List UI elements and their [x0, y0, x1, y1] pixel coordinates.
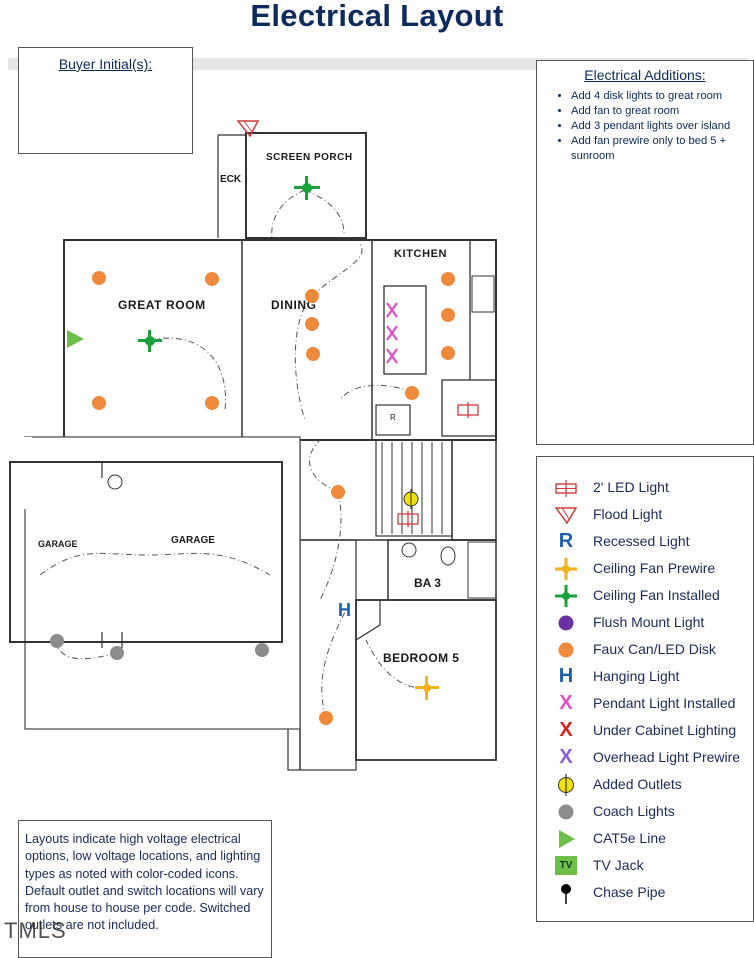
- legend-label: Ceiling Fan Prewire: [593, 560, 716, 576]
- flood-light-icon: [236, 120, 260, 138]
- layout-note-text: Layouts indicate high voltage electrical…: [25, 832, 264, 933]
- chase-pipe-icon: [561, 884, 571, 904]
- faux-can-disk-icon: [92, 271, 455, 725]
- sink: [401, 542, 417, 558]
- legend-label: TV Jack: [593, 857, 644, 873]
- ceiling-fan-installed-icon: [555, 585, 577, 607]
- room-label-garage-left: GARAGE: [38, 539, 78, 549]
- ceiling-fan-installed-icon: [138, 176, 320, 352]
- page-title: Electrical Layout: [250, 0, 504, 33]
- legend-label: Coach Lights: [593, 803, 675, 819]
- room-label-deck: ECK: [220, 174, 242, 185]
- ceiling-fan-prewire-icon: [415, 676, 439, 700]
- coach-light-icon: [50, 634, 269, 660]
- legend-item-ceiling-fan-installed: Ceiling Fan Installed: [537, 583, 753, 610]
- hanging-light-icon: H: [558, 665, 574, 687]
- list-item: Add fan to great room: [571, 104, 747, 119]
- electrical-additions-list: Add 4 disk lights to great room Add fan …: [559, 89, 747, 164]
- room-label-garage-right: GARAGE: [171, 535, 215, 546]
- list-item: Add 3 pendant lights over island: [571, 119, 747, 134]
- list-item: Add fan prewire only to bed 5 + sunroom: [571, 134, 747, 164]
- legend-item-coach-lights: Coach Lights: [537, 799, 753, 826]
- fridge: [375, 404, 411, 436]
- legend-item-ceiling-fan-prewire: Ceiling Fan Prewire: [537, 556, 753, 583]
- electrical-additions-heading: Electrical Additions:: [584, 67, 706, 83]
- legend-label: Recessed Light: [593, 533, 690, 549]
- room-label-screen-porch: SCREEN PORCH: [266, 152, 353, 163]
- legend-label: Flood Light: [593, 506, 663, 522]
- screen-porch-walls: [245, 132, 367, 239]
- legend-item-overhead-light-prewire: X Overhead Light Prewire: [537, 745, 753, 772]
- under-cabinet-light-icon: X: [559, 719, 573, 741]
- room-label-dining: DINING: [271, 298, 317, 312]
- added-outlet-icon: [558, 774, 574, 796]
- legend-label: Chase Pipe: [593, 884, 666, 900]
- led-light-icon: [555, 480, 577, 497]
- floor-plan: [0, 132, 497, 771]
- room-label-great-room: GREAT ROOM: [118, 298, 206, 312]
- room-label-kitchen: KITCHEN: [394, 248, 448, 260]
- ceiling-fan-prewire-icon: [555, 558, 577, 580]
- legend-item-added-outlets: Added Outlets: [537, 772, 753, 799]
- legend-item-flush-mount-light: Flush Mount Light: [537, 610, 753, 637]
- legend-label: Under Cabinet Lighting: [593, 722, 737, 738]
- buyer-initials-box[interactable]: Buyer Initial(s):: [18, 47, 193, 154]
- legend-item-hanging-light: H Hanging Light: [537, 664, 753, 691]
- legend-label: Added Outlets: [593, 776, 682, 792]
- fridge-label: R: [390, 413, 396, 422]
- legend-item-pendant-light: X Pendant Light Installed: [537, 691, 753, 718]
- legend-item-flood-light: Flood Light: [537, 502, 753, 529]
- added-outlet-icon: [403, 489, 419, 509]
- legend-item-under-cabinet-light: X Under Cabinet Lighting: [537, 718, 753, 745]
- faux-can-disk-icon: [558, 642, 574, 658]
- legend-label: Flush Mount Light: [593, 614, 705, 630]
- watermark: TMLS: [4, 918, 67, 943]
- cat5e-line-icon: [559, 830, 575, 848]
- coach-light-icon: [558, 804, 574, 820]
- garage-overlay: [24, 436, 301, 730]
- legend-label: Ceiling Fan Installed: [593, 587, 720, 603]
- toilet: [440, 546, 456, 566]
- legend-item-faux-can-disk: Faux Can/LED Disk: [537, 637, 753, 664]
- shower: [467, 541, 497, 599]
- legend-item-tv-jack: TV TV Jack: [537, 853, 753, 880]
- legend-item-cat5e-line: CAT5e Line: [537, 826, 753, 853]
- room-label-bedroom5: BEDROOM 5: [383, 651, 460, 665]
- kitchen-island: [383, 285, 427, 375]
- led-light-icon: [397, 402, 479, 527]
- legend-label: Pendant Light Installed: [593, 695, 736, 711]
- legend-item-recessed-light: R Recessed Light: [537, 529, 753, 556]
- legend-label: 2' LED Light: [593, 479, 669, 495]
- legend-item-chase-pipe: Chase Pipe: [537, 880, 753, 907]
- pendant-light-icon: [386, 302, 398, 364]
- recessed-light-icon: R: [558, 530, 574, 552]
- list-item: Add 4 disk lights to great room: [571, 89, 747, 104]
- room-label-bath3: BA 3: [414, 576, 441, 590]
- overhead-light-prewire-icon: X: [559, 746, 573, 768]
- hanging-light-icon: H: [338, 600, 351, 620]
- legend-label: CAT5e Line: [593, 830, 666, 846]
- tv-jack-icon: TV: [555, 856, 577, 875]
- legend-label: Hanging Light: [593, 668, 680, 684]
- pantry: [441, 379, 497, 437]
- legend-item-led-light: 2' LED Light: [537, 475, 753, 502]
- legend-label: Faux Can/LED Disk: [593, 641, 716, 657]
- cooktop: [471, 275, 495, 313]
- legend-box: 2' LED Light Flood Light R Recessed Ligh…: [536, 456, 754, 922]
- electrical-additions-box: Electrical Additions: Add 4 disk lights …: [536, 60, 754, 445]
- flush-mount-light-icon: [558, 615, 574, 631]
- buyer-initials-label: Buyer Initial(s):: [58, 56, 153, 72]
- water-heater: [107, 474, 123, 490]
- cat5e-line-icon: [67, 330, 84, 348]
- pendant-light-icon: X: [559, 692, 573, 714]
- legend-label: Overhead Light Prewire: [593, 749, 741, 765]
- flood-light-icon: [554, 507, 578, 525]
